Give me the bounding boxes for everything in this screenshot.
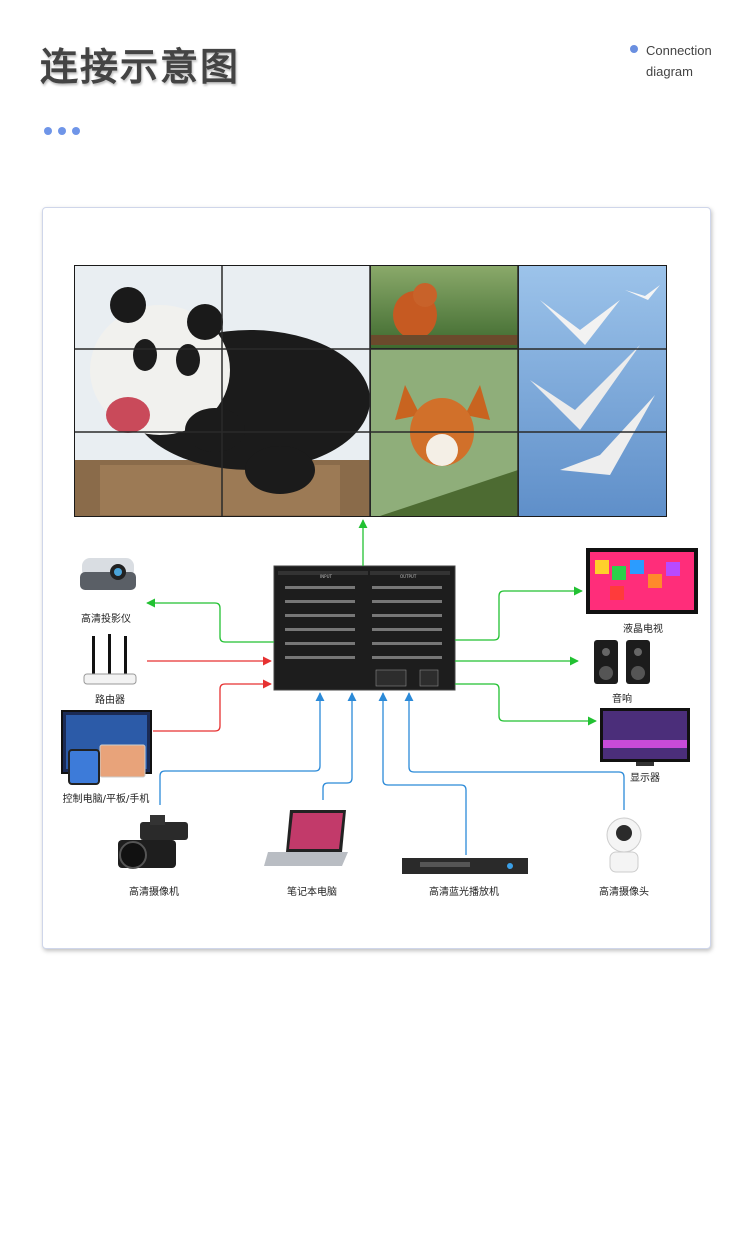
speakers-icon bbox=[594, 640, 650, 684]
dot-icon bbox=[72, 127, 80, 135]
monitor-label: 显示器 bbox=[630, 773, 660, 784]
output-label: OUTPUT bbox=[400, 574, 417, 579]
router-label: 路由器 bbox=[95, 695, 125, 706]
line-camcorder-to-matrix bbox=[159, 692, 325, 805]
hd-camera-label: 高清摄像头 bbox=[599, 887, 649, 898]
line-matrix-to-monitor bbox=[455, 683, 597, 726]
bullet-dot-icon bbox=[630, 45, 638, 53]
line-laptop-to-matrix bbox=[322, 692, 357, 800]
hd-camcorder-label: 高清摄像机 bbox=[129, 887, 179, 898]
input-label: INPUT bbox=[320, 574, 333, 579]
matrix-switcher: INPUT OUTPUT bbox=[273, 565, 456, 691]
hd-camera-icon bbox=[606, 817, 642, 873]
laptop-icon bbox=[264, 810, 348, 866]
connection-label: Connection diagram bbox=[646, 43, 712, 79]
dot-icon bbox=[44, 127, 52, 135]
control-pc-icon bbox=[61, 710, 152, 785]
lcd-tv-icon bbox=[586, 548, 698, 614]
line-pc-to-matrix bbox=[153, 679, 272, 732]
line-matrix-to-projector bbox=[146, 598, 274, 643]
projector-icon bbox=[80, 558, 136, 590]
line-bluray-to-matrix bbox=[378, 692, 467, 855]
page-title: 连接示意图 bbox=[40, 45, 241, 89]
projector-label: 高清投影仪 bbox=[81, 614, 131, 625]
dot-icon bbox=[58, 127, 66, 135]
hd-camcorder-icon bbox=[118, 815, 188, 869]
bluray-player-label: 高清蓝光播放机 bbox=[429, 887, 499, 898]
video-wall bbox=[74, 265, 667, 517]
control-pc-label: 控制电脑/平板/手机 bbox=[62, 794, 150, 805]
line-matrix-to-tv bbox=[455, 586, 583, 641]
laptop-label: 笔记本电脑 bbox=[287, 887, 337, 898]
router-icon bbox=[83, 634, 137, 685]
bluray-player-icon bbox=[402, 858, 528, 874]
lcd-tv-label: 液晶电视 bbox=[623, 624, 663, 635]
line-camera-to-matrix bbox=[404, 692, 625, 810]
monitor-icon bbox=[600, 708, 690, 766]
speakers-label: 音响 bbox=[612, 694, 632, 705]
decorative-dots bbox=[44, 120, 86, 139]
